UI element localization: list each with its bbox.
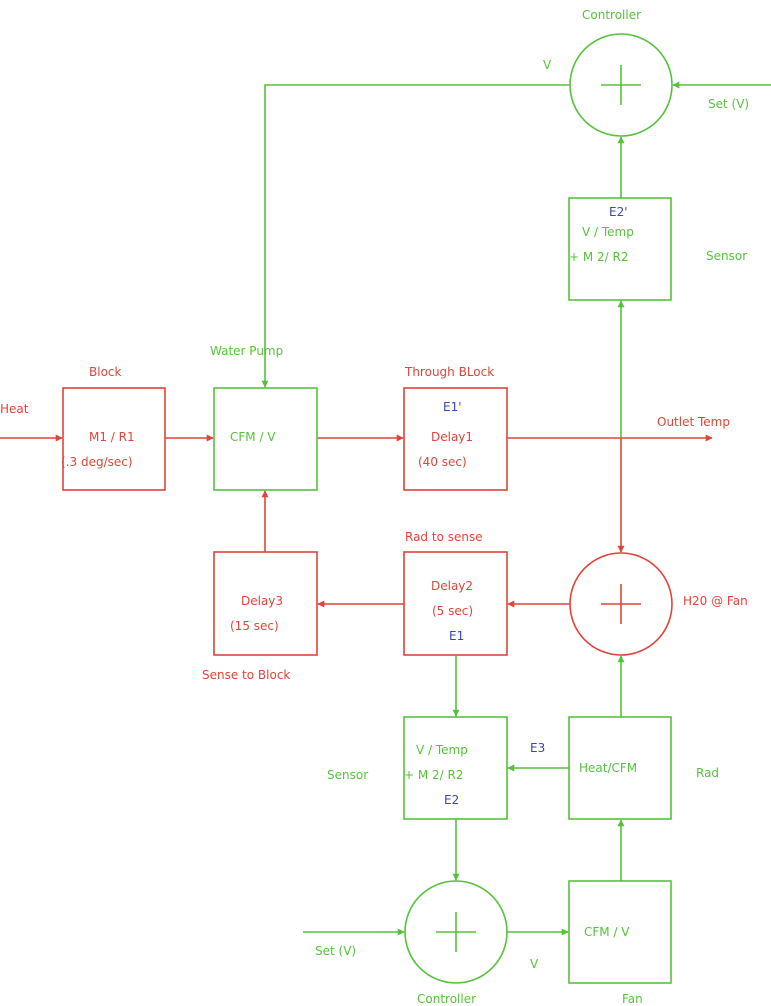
- sense-to-block-title: Sense to Block: [202, 668, 290, 682]
- rad-label: Rad: [696, 766, 719, 780]
- block-rate: (.3 deg/sec): [61, 455, 133, 469]
- e2-label: E2: [444, 793, 459, 807]
- heat-label: Heat: [0, 402, 29, 416]
- delay1-label: Delay1: [431, 430, 473, 444]
- top-sensor-box: [568, 197, 672, 301]
- top-controller-title: Controller: [582, 8, 641, 22]
- top-v-label: V: [543, 58, 552, 72]
- fan-text: CFM / V: [584, 925, 630, 939]
- e3-label: E3: [530, 741, 545, 755]
- delay2-label: Delay2: [431, 579, 473, 593]
- bottom-controller-title: Controller: [417, 992, 476, 1006]
- bottom-set-v-label: Set (V): [315, 944, 356, 958]
- bottom-v-label: V: [530, 957, 539, 971]
- top-sensor-line2: + M 2/ R2: [569, 250, 629, 264]
- e1-prime-label: E1': [443, 400, 462, 414]
- rad-to-sense-title: Rad to sense: [405, 530, 483, 544]
- pump-text: CFM / V: [230, 430, 276, 444]
- top-sensor-label: Sensor: [706, 249, 747, 263]
- fan-label: Fan: [622, 992, 643, 1006]
- water-pump-box: [213, 387, 318, 491]
- rad-box: [568, 716, 672, 820]
- delay3-label: Delay3: [241, 594, 283, 608]
- block-formula: M1 / R1: [89, 430, 135, 444]
- outlet-temp-label: Outlet Temp: [657, 415, 730, 429]
- e1-label: E1: [449, 629, 464, 643]
- controller-to-pump-arrow: [261, 84, 570, 388]
- top-set-v-label: Set (V): [708, 97, 749, 111]
- delay3-time: (15 sec): [230, 619, 279, 633]
- bottom-sensor-line2: + M 2/ R2: [404, 768, 464, 782]
- through-block-title: Through BLock: [404, 365, 494, 379]
- delay1-box: [403, 387, 508, 491]
- top-sensor-line1: V / Temp: [582, 225, 634, 239]
- bottom-sensor-label: Sensor: [327, 768, 368, 782]
- delay2-time: (5 sec): [432, 604, 473, 618]
- block-title: Block: [89, 365, 122, 379]
- bottom-sensor-line1: V / Temp: [416, 743, 468, 757]
- rad-text: Heat/CFM: [579, 761, 637, 775]
- h2o-fan-label: H20 @ Fan: [683, 594, 748, 608]
- e2-prime-label: E2': [609, 205, 628, 219]
- fan-box: [568, 880, 672, 984]
- block-box: [62, 387, 166, 491]
- water-pump-title: Water Pump: [210, 344, 283, 358]
- delay1-time: (40 sec): [418, 455, 467, 469]
